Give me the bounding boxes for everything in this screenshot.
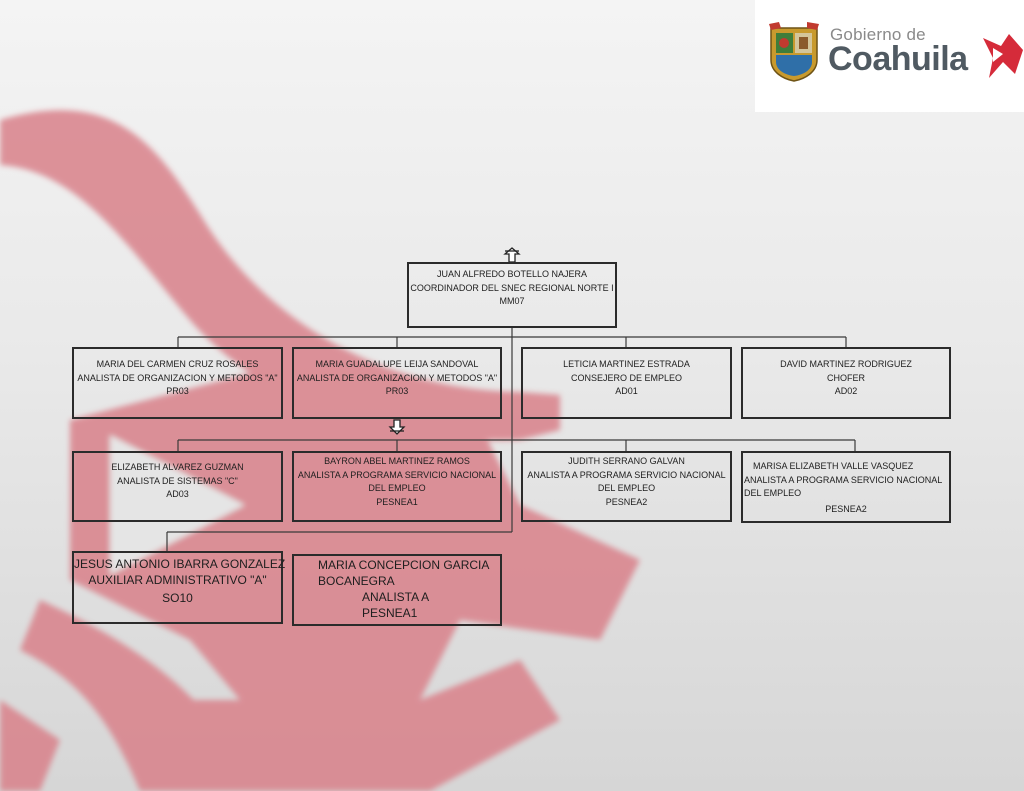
employee-code: PESNEA2 — [825, 503, 867, 514]
employee-title: ANALISTA A PROGRAMA SERVICIO NACIONAL — [744, 474, 943, 485]
employee-title: ANALISTA DE SISTEMAS "C" — [117, 475, 238, 486]
employee-name: JESUS ANTONIO IBARRA GONZALEZ — [74, 557, 286, 571]
employee-title: ANALISTA A PROGRAMA SERVICIO NACIONAL — [527, 469, 726, 480]
employee-code: SO10 — [162, 591, 193, 605]
employee-title: COORDINADOR DEL SNEC REGIONAL NORTE I — [410, 282, 614, 293]
employee-name-cont: BOCANEGRA — [318, 574, 395, 588]
employee-name: ELIZABETH ALVAREZ GUZMAN — [111, 462, 244, 472]
employee-title: ANALISTA A PROGRAMA SERVICIO NACIONAL — [297, 469, 497, 480]
employee-title-cont: DEL EMPLEO — [597, 483, 656, 493]
employee-code: PR03 — [385, 386, 409, 396]
employee-code: AD01 — [615, 386, 638, 396]
org-box-employee: MARIA GUADALUPE LEIJA SANDOVAL ANALISTA … — [292, 347, 502, 419]
employee-title: ANALISTA DE ORGANIZACION Y METODOS "A" — [77, 372, 278, 383]
employee-name: JUAN ALFREDO BOTELLO NAJERA — [436, 269, 588, 279]
org-box-employee: ELIZABETH ALVAREZ GUZMAN ANALISTA DE SIS… — [72, 451, 283, 522]
org-box-employee: DAVID MARTINEZ RODRIGUEZ CHOFER AD02 — [741, 347, 951, 419]
employee-code: PR03 — [166, 386, 189, 396]
org-box-employee: MARISA ELIZABETH VALLE VASQUEZ ANALISTA … — [741, 451, 951, 523]
org-box-employee: BAYRON ABEL MARTINEZ RAMOS ANALISTA A PR… — [292, 451, 502, 522]
employee-title: AUXILIAR ADMINISTRATIVO "A" — [88, 573, 267, 587]
employee-name: MARISA ELIZABETH VALLE VASQUEZ — [753, 461, 914, 471]
employee-name: MARIA DEL CARMEN CRUZ ROSALES — [96, 359, 259, 369]
employee-code: AD03 — [166, 489, 189, 499]
employee-title: ANALISTA A — [362, 590, 430, 604]
org-box-employee: MARIA DEL CARMEN CRUZ ROSALES ANALISTA D… — [72, 347, 283, 419]
logo-title: Coahuila — [828, 40, 968, 78]
employee-title: CHOFER — [827, 372, 865, 383]
employee-title-cont: DEL EMPLEO — [744, 488, 802, 498]
logo-subtitle: Gobierno de — [830, 25, 926, 44]
employee-title-cont: DEL EMPLEO — [368, 483, 426, 493]
coat-of-arms-icon — [769, 22, 819, 82]
org-box-coordinator: JUAN ALFREDO BOTELLO NAJERA COORDINADOR … — [407, 262, 617, 328]
header-logo-panel: Gobierno de Coahuila — [755, 0, 1024, 112]
employee-name: DAVID MARTINEZ RODRIGUEZ — [780, 359, 912, 369]
employee-title: ANALISTA DE ORGANIZACION Y METODOS "A" — [296, 372, 498, 383]
employee-code: PESNEA2 — [605, 496, 648, 507]
down-arrow-icon — [388, 419, 406, 435]
coahuila-arrow-icon — [983, 34, 1023, 78]
employee-name: LETICIA MARTINEZ ESTRADA — [563, 359, 690, 369]
employee-code: PESNEA1 — [376, 496, 418, 507]
org-box-employee: JUDITH SERRANO GALVAN ANALISTA A PROGRAM… — [521, 451, 732, 522]
employee-code: AD02 — [834, 386, 858, 396]
employee-name: MARIA CONCEPCION GARCIA — [318, 558, 490, 572]
employee-code: MM07 — [499, 296, 525, 306]
org-box-employee: MARIA CONCEPCION GARCIA BOCANEGRA ANALIS… — [292, 554, 502, 626]
employee-name: MARIA GUADALUPE LEIJA SANDOVAL — [315, 359, 479, 369]
employee-code: PESNEA1 — [362, 606, 418, 620]
org-box-employee: LETICIA MARTINEZ ESTRADA CONSEJERO DE EM… — [521, 347, 732, 419]
employee-name: BAYRON ABEL MARTINEZ RAMOS — [324, 456, 470, 466]
up-arrow-icon — [503, 247, 521, 263]
org-box-employee: JESUS ANTONIO IBARRA GONZALEZ AUXILIAR A… — [72, 551, 286, 624]
employee-title: CONSEJERO DE EMPLEO — [570, 372, 683, 383]
employee-name: JUDITH SERRANO GALVAN — [568, 456, 685, 466]
